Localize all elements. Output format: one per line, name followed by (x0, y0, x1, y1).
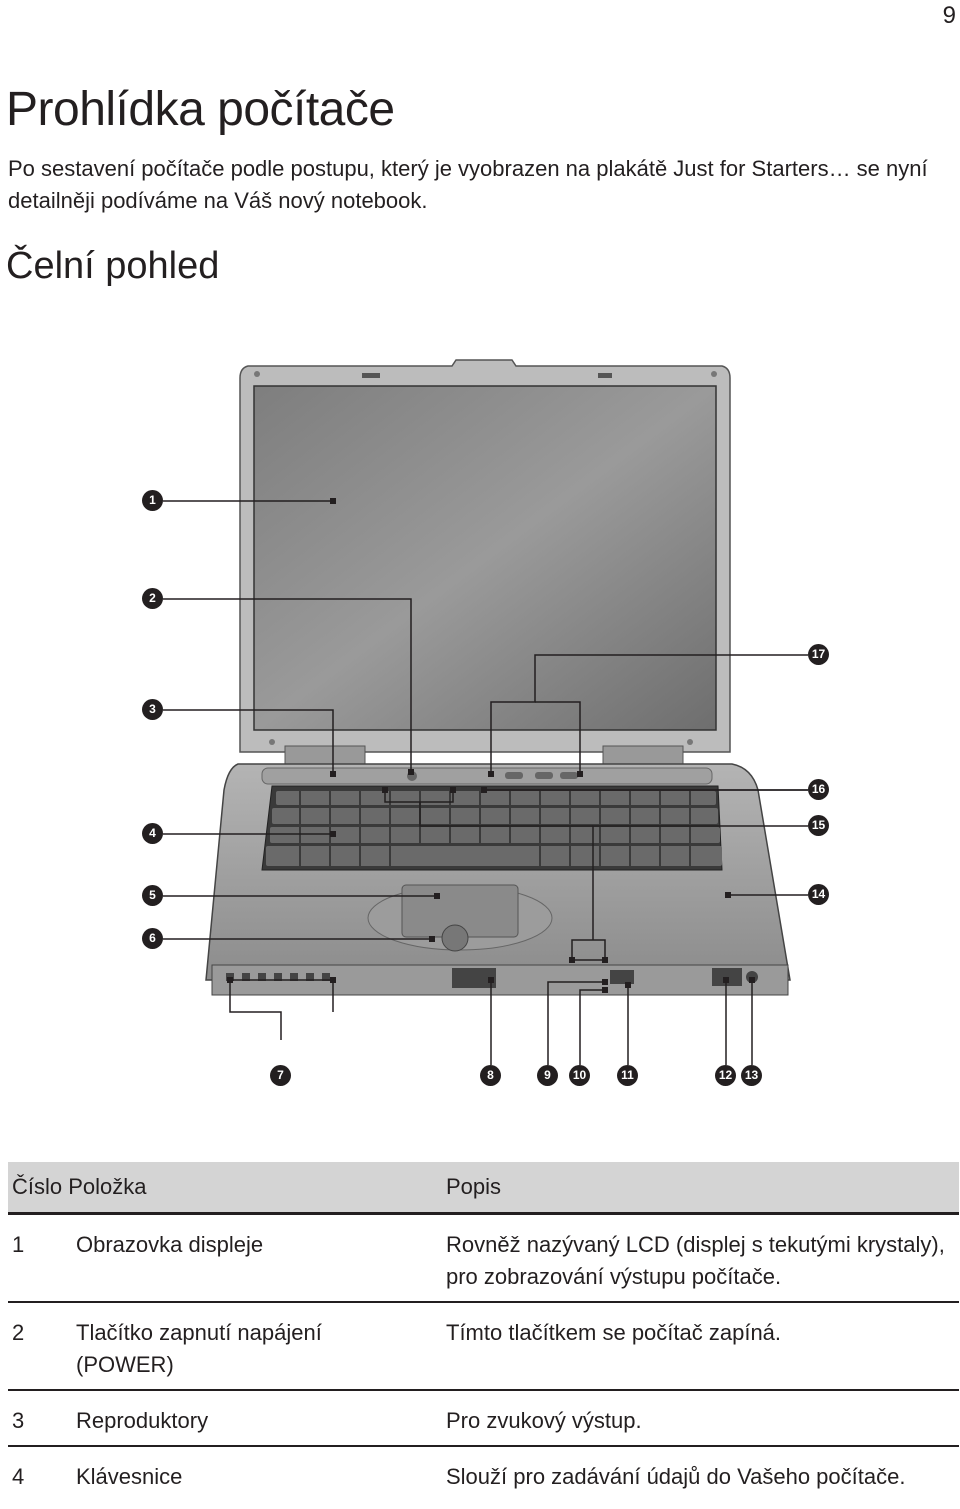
callout-16: 16 (808, 779, 829, 800)
callout-1: 1 (142, 490, 163, 511)
page-title: Prohlídka počítače (6, 83, 395, 136)
callout-13: 13 (741, 1065, 762, 1086)
table-header-number-item: Číslo Položka (8, 1162, 446, 1215)
section-title: Čelní pohled (6, 245, 220, 287)
callout-6: 6 (142, 928, 163, 949)
row-number: 1 (8, 1213, 76, 1303)
keyboard-keys (266, 791, 722, 866)
row-description: Rovněž nazývaný LCD (displej s tekutými … (446, 1213, 959, 1303)
display-screen (253, 385, 717, 731)
callout-5: 5 (142, 885, 163, 906)
row-item: Reproduktory (76, 1390, 446, 1447)
table-row: 2 Tlačítko zapnutí napájení (POWER) Tímt… (8, 1302, 959, 1391)
callout-leader-lines (163, 500, 808, 1065)
callout-3: 3 (142, 699, 163, 720)
header-description: Popis (446, 1162, 959, 1215)
notebook-front-view-figure: 1 2 3 4 5 6 7 8 9 10 11 12 13 14 15 16 1… (0, 340, 960, 1110)
table-row: 4 Klávesnice Slouží pro zadávání údajů d… (8, 1446, 959, 1501)
callout-12: 12 (715, 1065, 736, 1086)
notebook-base (205, 763, 791, 996)
table-row: 1 Obrazovka displeje Rovněž nazývaný LCD… (8, 1213, 959, 1303)
callout-11: 11 (617, 1065, 638, 1086)
notebook-illustration (163, 359, 808, 1065)
callout-2: 2 (142, 588, 163, 609)
callout-14: 14 (808, 884, 829, 905)
notebook-lid (239, 359, 731, 753)
row-description: Pro zvukový výstup. (446, 1390, 959, 1447)
table-row: 3 Reproduktory Pro zvukový výstup. (8, 1390, 959, 1447)
callout-4: 4 (142, 823, 163, 844)
callout-7: 7 (270, 1065, 291, 1086)
page-number: 9 (942, 2, 956, 29)
table-header-row: Číslo Položka Popis (8, 1162, 959, 1215)
header-item: Položka (68, 1174, 147, 1199)
callout-9: 9 (537, 1065, 558, 1086)
row-number: 3 (8, 1390, 76, 1447)
row-number: 4 (12, 1464, 25, 1489)
callout-8: 8 (480, 1065, 501, 1086)
callout-15: 15 (808, 815, 829, 836)
row-description: Tímto tlačítkem se počítač zapíná. (446, 1302, 959, 1391)
components-table: Číslo Položka Popis 1 Obrazovka displeje… (8, 1162, 959, 1501)
row-number: 2 (8, 1302, 76, 1391)
callout-markers (227, 498, 755, 993)
row-item: Obrazovka displeje (76, 1213, 446, 1303)
row-description: Slouží pro zadávání údajů do Vašeho počí… (446, 1464, 906, 1489)
intro-paragraph: Po sestavení počítače podle postupu, kte… (8, 156, 928, 213)
callout-10: 10 (569, 1065, 590, 1086)
callout-17: 17 (808, 644, 829, 665)
row-item: Tlačítko zapnutí napájení (POWER) (76, 1302, 446, 1391)
row-item: Klávesnice (76, 1464, 183, 1489)
header-number: Číslo (12, 1174, 63, 1199)
